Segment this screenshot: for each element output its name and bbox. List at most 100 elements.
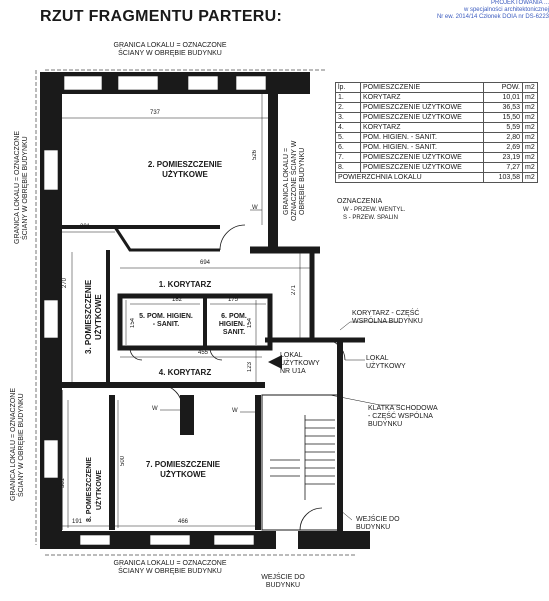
cell-name: POM. HIGIEN. - SANIT.: [360, 142, 484, 153]
cell-lp: 7.: [335, 152, 361, 163]
room-1-label: 1. KORYTARZ: [158, 280, 212, 289]
cell-name: KORYTARZ: [360, 92, 484, 103]
room-5-label: 5. POM. HIGIEN. - SANIT.: [139, 313, 193, 328]
cell-name: POMIESZCZENIE UŻYTKOWE: [360, 162, 484, 173]
room-6-label: 6. POM. HIGIEN. - SANIT.: [218, 313, 250, 336]
th-name: POMIESZCZENIE: [360, 82, 484, 93]
boundary-label-left-lower: GRANICA LOKALU = OZNACZONE ŚCIANY W OBRĘ…: [10, 388, 25, 502]
dim-466: 466: [178, 519, 189, 525]
cell-area: 5,59: [483, 122, 523, 133]
cell-lp: 2.: [335, 102, 361, 113]
door-arc-6: [299, 507, 323, 531]
wejscie-bottom: WEJŚCIE DO BUDYNKU: [261, 574, 305, 589]
cell-area: 2,69: [483, 142, 523, 153]
dim-737: 737: [150, 110, 161, 116]
stamp-line-2: w specjalności architektonicznej: [463, 7, 549, 13]
entrance-gap: [276, 531, 298, 549]
cell-area: 15,50: [483, 112, 523, 123]
dim-191: 191: [72, 519, 83, 525]
window-left-3: [43, 439, 59, 479]
legend: OZNACZENIA W - PRZEW. WENTYL. S - PRZEW.…: [337, 198, 405, 222]
total-area: 103,58: [483, 172, 523, 183]
door-arc-4: [159, 384, 183, 408]
door-arc-1: [219, 224, 246, 251]
wc-block: [117, 293, 273, 351]
dim-694: 694: [200, 260, 211, 266]
wall-room2-right: [268, 92, 278, 252]
window-bottom-2: [149, 534, 191, 546]
th-lp: lp.: [335, 82, 361, 93]
window-3: [187, 75, 219, 91]
room-2-label: 2. POMIESZCZENIE UŻYTKOWE: [147, 160, 223, 179]
dim-526: 526: [252, 150, 258, 161]
dim-175: 175: [228, 297, 239, 303]
boundary-label-top: GRANICA LOKALU = OZNACZONE ŚCIANY W OBRĘ…: [95, 42, 245, 58]
dim-455: 455: [198, 350, 209, 356]
plan-title: RZUT FRAGMENTU PARTERU:: [40, 8, 283, 25]
legend-title: OZNACZENIA: [337, 198, 383, 205]
cell-lp: 8.: [335, 162, 361, 173]
vent-mark-2: W: [232, 408, 238, 414]
dim-182: 182: [172, 297, 183, 303]
cell-unit: m2: [522, 122, 538, 133]
dim-123: 123: [247, 362, 253, 373]
window-left-1: [43, 149, 59, 191]
cell-unit: m2: [522, 92, 538, 103]
wejscie-right: WEJŚCIE DO BUDYNKU: [356, 516, 400, 531]
cell-lp: 6.: [335, 142, 361, 153]
room-7-label: 7. POMIESZCZENIE UŻYTKOWE: [145, 460, 221, 479]
legend-item-flue: S - PRZEW. SPALIN: [343, 215, 398, 221]
cell-area: 36,53: [483, 102, 523, 113]
boundary-bottom-line-1: GRANICA LOKALU = OZNACZONE: [113, 560, 227, 567]
klatka-schodowa: KLATKA SCHODOWA - CZĘŚĆ WSPÓLNA BUDYNKU: [368, 405, 438, 428]
dim-201: 201: [80, 224, 91, 230]
cell-name: POMIESZCZENIE UŻYTKOWE: [360, 152, 484, 163]
window-2: [117, 75, 159, 91]
entrance-arrow: [268, 355, 282, 369]
window-1: [63, 75, 103, 91]
vent-mark-1: W: [252, 205, 258, 211]
window-bottom-1: [79, 534, 111, 546]
cell-unit: m2: [522, 152, 538, 163]
boundary-label-right: GRANICA LOKALU = OZNACZONE ŚCIANY W OBRĘ…: [283, 140, 306, 222]
stamp-line-1: PROJEKTOWANIA ...: [490, 0, 549, 6]
vent-mark-3: W: [152, 406, 158, 412]
window-4: [235, 75, 267, 91]
cell-area: 10,01: [483, 92, 523, 103]
stairs: [270, 415, 335, 500]
leader-lines: [160, 209, 400, 521]
architect-stamp: PROJEKTOWANIA ... w specjalności archite…: [340, 0, 549, 21]
cell-area: 7,27: [483, 162, 523, 173]
dim-154-right: 154: [247, 318, 253, 329]
door-arc-5: [324, 339, 346, 361]
boundary-label-bottom: GRANICA LOKALU = OZNACZONE ŚCIANY W OBRĘ…: [95, 560, 245, 576]
cell-name: KORYTARZ: [360, 122, 484, 133]
legend-item-vent: W - PRZEW. WENTYL.: [343, 207, 406, 213]
cell-name: POMIESZCZENIE UŻYTKOWE: [360, 112, 484, 123]
room-4-label: 4. KORYTARZ: [158, 368, 212, 377]
total-label: POWIERZCHNIA LOKALU: [335, 172, 484, 183]
cell-unit: m2: [522, 132, 538, 143]
dimension-lines: [62, 94, 310, 528]
lokal-uzytkowy: LOKAL UŻYTKOWY: [366, 355, 406, 370]
cell-unit: m2: [522, 162, 538, 173]
total-unit: m2: [522, 172, 538, 183]
boundary-top-line-2: ŚCIANY W OBRĘBIE BUDYNKU: [118, 50, 222, 57]
th-unit: m2: [522, 82, 538, 93]
cell-area: 2,80: [483, 132, 523, 143]
room-3-label: 3. POMIESZCZENIE UŻYTKOWE: [84, 279, 103, 355]
cell-unit: m2: [522, 112, 538, 123]
cell-unit: m2: [522, 142, 538, 153]
door-arc-3: [209, 347, 223, 361]
window-left-2: [43, 299, 59, 339]
dim-381: 381: [60, 478, 66, 489]
cell-name: POMIESZCZENIE UŻYTKOWE: [360, 102, 484, 113]
column-1: [180, 395, 194, 435]
